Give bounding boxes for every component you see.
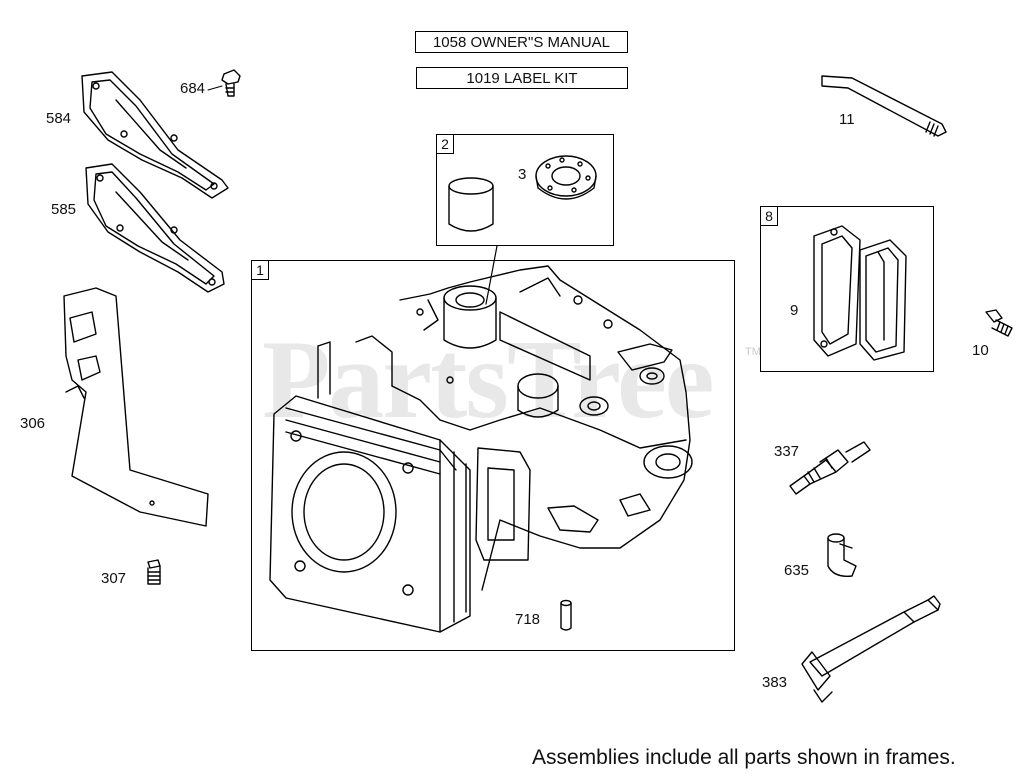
part-635-plug-boot-drawing[interactable] bbox=[827, 533, 857, 577]
callout-635[interactable]: 635 bbox=[784, 562, 810, 579]
leader-line bbox=[207, 85, 223, 91]
callout-9[interactable]: 9 bbox=[790, 302, 799, 319]
callout-10[interactable]: 10 bbox=[972, 342, 989, 359]
owners-manual-kit-box[interactable]: 1058 OWNER"S MANUAL bbox=[415, 31, 628, 53]
part-337-spark-plug-drawing[interactable] bbox=[789, 441, 871, 495]
part-1-cylinder-block-drawing[interactable] bbox=[269, 265, 693, 633]
part-383-spark-plug-wrench-drawing[interactable] bbox=[801, 595, 941, 703]
part-3-seal-drawing[interactable] bbox=[535, 155, 597, 200]
callout-584[interactable]: 584 bbox=[46, 110, 72, 127]
callout-3[interactable]: 3 bbox=[518, 166, 527, 183]
part-585-gasket-drawing[interactable] bbox=[85, 163, 225, 293]
part-684-screw-drawing[interactable] bbox=[221, 69, 241, 97]
partstree-watermark: PartsTree bbox=[262, 318, 715, 442]
callout-585[interactable]: 585 bbox=[51, 201, 77, 218]
frame-2-sleeve-seal: 2 bbox=[436, 134, 614, 246]
assemblies-footnote: Assemblies include all parts shown in fr… bbox=[532, 746, 956, 769]
part-307-screw-drawing[interactable] bbox=[147, 559, 161, 585]
callout-718[interactable]: 718 bbox=[515, 611, 541, 628]
callout-306[interactable]: 306 bbox=[20, 415, 46, 432]
label-kit-box[interactable]: 1019 LABEL KIT bbox=[416, 67, 628, 89]
frame-8-tag: 8 bbox=[760, 206, 778, 226]
frame-1-tag: 1 bbox=[251, 260, 269, 280]
part-584-gasket-drawing[interactable] bbox=[81, 71, 229, 199]
part-11-dipstick-tube-drawing[interactable] bbox=[821, 75, 947, 137]
callout-11[interactable]: 11 bbox=[839, 111, 855, 128]
callout-684[interactable]: 684 bbox=[180, 80, 206, 97]
leader-line bbox=[485, 245, 498, 305]
breather-cover-drawing[interactable] bbox=[859, 239, 907, 361]
watermark-trademark: TM bbox=[745, 346, 761, 358]
frame-1-cylinder-block: 1 bbox=[251, 260, 735, 651]
frame-8-breather: 8 bbox=[760, 206, 934, 372]
callout-383[interactable]: 383 bbox=[762, 674, 788, 691]
part-10-screw-drawing[interactable] bbox=[985, 309, 1013, 337]
part-718-dowel-pin-drawing[interactable] bbox=[560, 599, 572, 631]
part-9-breather-gasket-drawing[interactable] bbox=[813, 225, 861, 357]
part-306-air-guide-drawing[interactable] bbox=[63, 287, 209, 527]
callout-307[interactable]: 307 bbox=[101, 570, 127, 587]
callout-337[interactable]: 337 bbox=[774, 443, 800, 460]
part-2-sleeve-drawing[interactable] bbox=[448, 177, 494, 232]
frame-2-tag: 2 bbox=[436, 134, 454, 154]
